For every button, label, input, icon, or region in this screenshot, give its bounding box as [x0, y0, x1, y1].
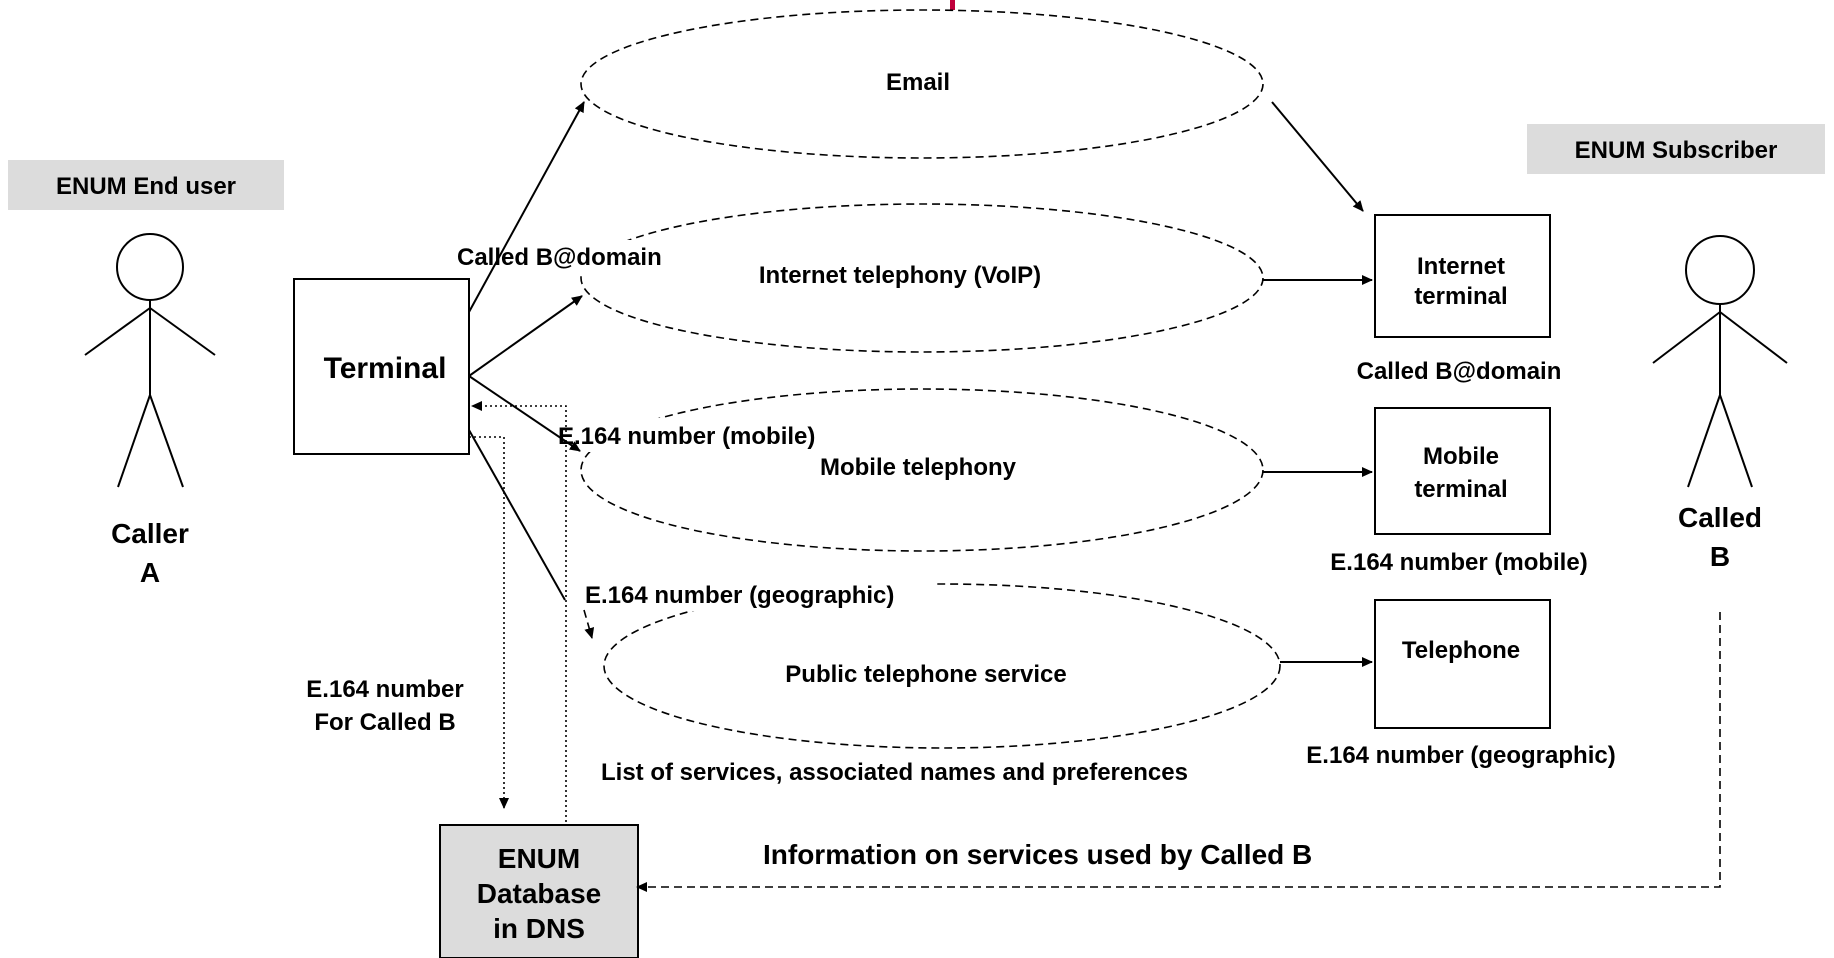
email-ellipse [580, 9, 1264, 159]
terminal-box [293, 278, 470, 455]
e164-geo-left: E.164 number (geographic) [585, 582, 894, 609]
internet-terminal-label-2: terminal [1414, 283, 1507, 310]
info-flow-arrow [636, 612, 1721, 892]
called-label-1: Called [1678, 502, 1762, 533]
mobile-terminal-label-1: Mobile [1423, 443, 1499, 470]
subscriber-header [1527, 124, 1825, 174]
info-flow-label: Information on services used by Called B [763, 839, 1312, 870]
voip-label: Internet telephony (VoIP) [759, 262, 1041, 289]
public-label: Public telephone service [785, 661, 1066, 688]
enum-database-label-2: Database [477, 878, 602, 909]
end-user-title: ENUM End user [56, 173, 236, 200]
caller-figure-icon [84, 233, 216, 488]
internet-terminal-label-1: Internet [1417, 253, 1505, 280]
mask-e164-mobile [555, 418, 875, 452]
internet-terminal-address: Called B@domain [1357, 358, 1562, 385]
e164-for-called-1: E.164 number [306, 676, 463, 703]
called-label-2: B [1710, 541, 1730, 572]
mobile-terminal-label-2: terminal [1414, 476, 1507, 503]
arrow-to-public [468, 429, 566, 601]
arrow-to-mobile [468, 375, 581, 452]
caller-label-2: A [140, 557, 160, 588]
arrow-to-public-head [583, 609, 595, 639]
end-user-header [8, 160, 284, 210]
voip-ellipse [580, 203, 1264, 353]
mobile-ellipse [580, 388, 1264, 552]
arrow-email-to-internet [1271, 101, 1364, 212]
enum-database-label-1: ENUM [498, 843, 580, 874]
list-of-services-label: List of services, associated names and p… [601, 759, 1188, 786]
mask-e164-geo [578, 577, 934, 611]
e164-mobile-left: E.164 number (mobile) [558, 423, 815, 450]
telephone-box [1374, 599, 1551, 729]
subscriber-title: ENUM Subscriber [1575, 137, 1778, 164]
telephone-label: Telephone [1402, 637, 1520, 664]
enum-database-box [439, 824, 639, 958]
public-ellipse [603, 583, 1281, 749]
accent-mark [950, 0, 955, 10]
mobile-terminal-address: E.164 number (mobile) [1330, 549, 1587, 576]
called-domain-left: Called B@domain [457, 244, 662, 271]
email-label: Email [886, 69, 950, 96]
arrow-to-email [468, 101, 585, 313]
terminal-label: Terminal [324, 352, 447, 385]
telephone-address: E.164 number (geographic) [1306, 742, 1615, 769]
query-to-db [469, 436, 509, 809]
enum-database-label-3: in DNS [493, 913, 585, 944]
internet-terminal-box [1374, 214, 1551, 338]
mobile-terminal-box [1374, 407, 1551, 535]
arrow-to-voip [468, 295, 583, 377]
response-from-db [471, 401, 567, 822]
e164-for-called-2: For Called B [314, 709, 455, 736]
caller-label-1: Caller [111, 518, 189, 549]
called-figure-icon [1652, 235, 1788, 488]
mobile-label: Mobile telephony [820, 454, 1017, 481]
